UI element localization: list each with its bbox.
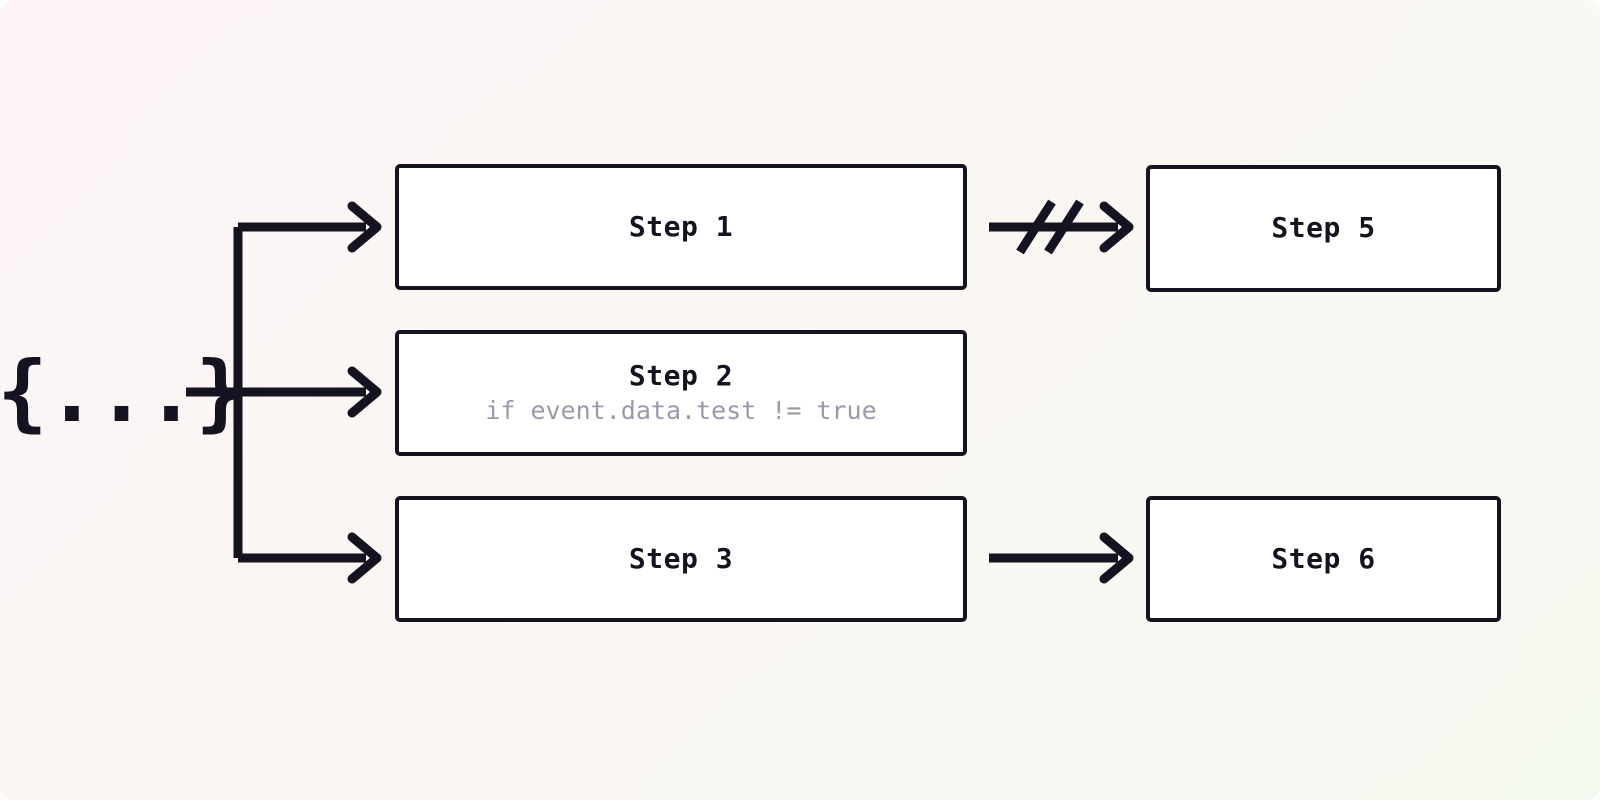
arrowhead-icon [1099, 532, 1134, 584]
node-title: Step 1 [628, 209, 734, 243]
node-condition-expression: if event.data.test != true [485, 395, 877, 425]
event-payload-source[interactable]: {...} [0, 343, 246, 441]
node-step-1[interactable]: Step 1 [395, 164, 967, 290]
slash-icon-2 [1016, 199, 1056, 255]
edge-source-to-step2 [238, 366, 382, 418]
arrowhead-icon [347, 201, 382, 253]
node-title: Step 2 [628, 359, 734, 393]
node-title: Step 5 [1271, 211, 1376, 245]
arrowhead-icon [347, 532, 382, 584]
node-step-6[interactable]: Step 6 [1146, 496, 1501, 622]
arrowhead-icon [347, 366, 382, 418]
node-step-3[interactable]: Step 3 [395, 496, 967, 622]
slash-icon-1 [1044, 199, 1084, 255]
edge-source-to-step1 [238, 201, 382, 253]
node-step-2[interactable]: Step 2 if event.data.test != true [395, 330, 967, 456]
edge-step3-to-step6 [989, 532, 1134, 584]
edge-source-to-step3 [238, 532, 382, 584]
node-step-5[interactable]: Step 5 [1146, 165, 1501, 292]
edge-step1-to-step5-blocked [989, 199, 1134, 255]
node-title: Step 3 [628, 541, 734, 575]
arrowhead-icon [1099, 201, 1134, 253]
node-title: Step 6 [1271, 541, 1376, 575]
